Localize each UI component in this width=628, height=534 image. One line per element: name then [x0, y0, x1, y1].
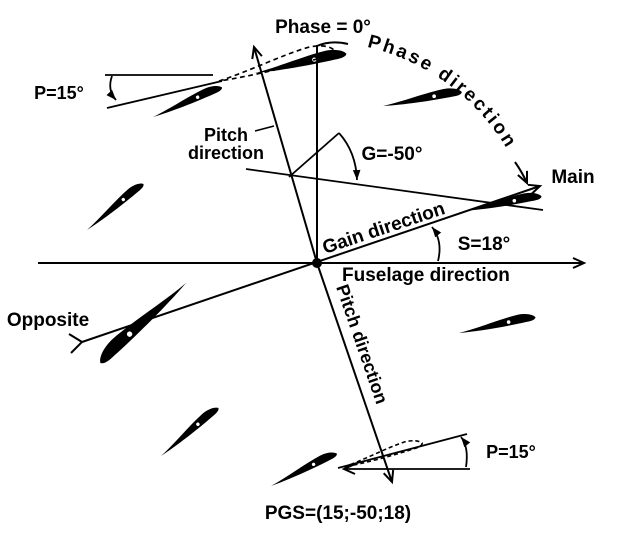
pgs-label: PGS=(15;-50;18)	[265, 503, 411, 524]
airfoil-blade-lower-right	[458, 312, 537, 334]
pitch-label-connector	[254, 125, 275, 132]
airfoil-blade-left	[82, 180, 145, 231]
rotor-center-dot	[312, 258, 322, 268]
gain-direction-label: Gain direction	[320, 198, 448, 258]
gain-angle-label: G=-50°	[362, 144, 423, 165]
airfoil-blade-opposite	[95, 274, 188, 367]
pitch-chord-line-bottom	[337, 433, 468, 469]
gain-angle-arc	[338, 132, 361, 181]
opposite-fishtail-arrow	[68, 333, 84, 354]
phase-arc-start-stub	[316, 41, 349, 47]
phase-arc-arrow-stub	[514, 161, 529, 186]
pitch-direction-bottom-label: Pitch direction	[332, 282, 392, 407]
fuselage-direction-label: Fuselage direction	[342, 265, 510, 286]
airfoil-blade-upper-left	[150, 83, 223, 118]
main-label: Main	[551, 167, 594, 188]
shift-angle-arc	[431, 226, 442, 262]
phase-zero-label: Phase = 0°	[275, 17, 371, 38]
shift-angle-label: S=18°	[458, 234, 511, 255]
pitch-chord-line-top	[106, 80, 223, 109]
pitch-angle-arc-top	[106, 75, 117, 101]
gain-angle-start-ray	[288, 132, 340, 178]
airfoil-blade-lower-left	[156, 404, 221, 457]
pitch-axis-lower	[316, 262, 395, 485]
pitch-angle-arc-bottom	[460, 436, 471, 468]
gain-axis-line	[81, 183, 543, 343]
pitch-direction-top-label-line1: Pitch	[204, 125, 248, 145]
pitch-angle-bottom-label: P=15°	[486, 442, 536, 462]
airfoil-blade-phase0	[253, 47, 347, 74]
pitch-direction-top-label-line2: direction	[188, 143, 264, 163]
pitch-axis-upper	[251, 44, 318, 264]
opposite-label: Opposite	[7, 310, 89, 331]
airfoil-blade-bottom	[268, 449, 339, 487]
pitch-angle-top-label: P=15°	[34, 83, 84, 103]
